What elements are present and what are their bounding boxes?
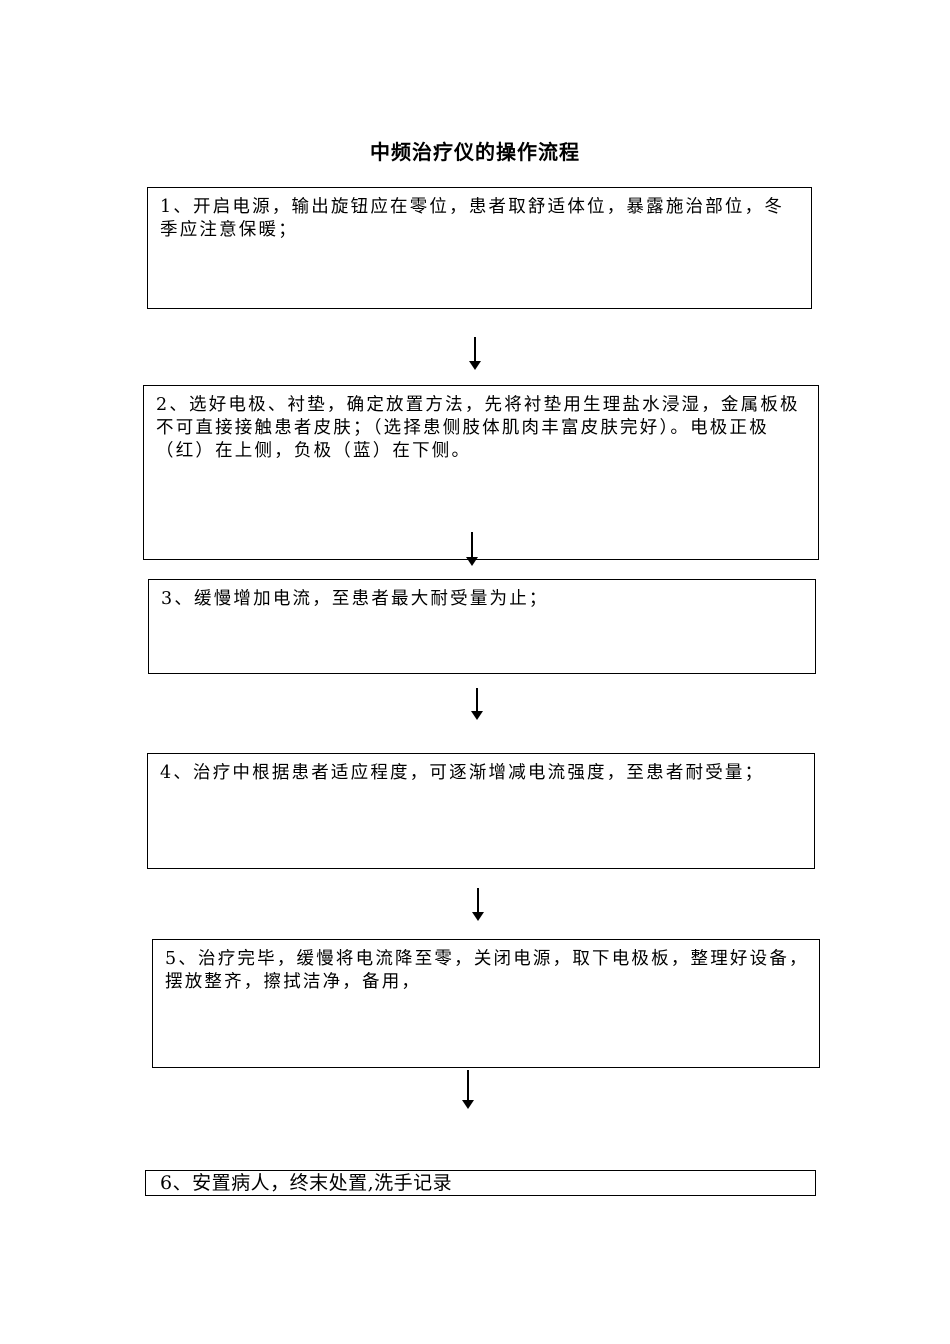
step-3-text: 3、缓慢增加电流，至患者最大耐受量为止； — [161, 589, 549, 609]
arrow-down-icon — [471, 688, 483, 720]
step-5-box: 5、治疗完毕，缓慢将电流降至零，关闭电源，取下电极板，整理好设备，摆放整齐，擦拭… — [152, 939, 820, 1068]
step-2-box: 2、选好电极、衬垫，确定放置方法，先将衬垫用生理盐水浸湿，金属板极不可直接接触患… — [143, 385, 819, 560]
step-1-text: 1、开启电源，输出旋钮应在零位，患者取舒适体位，暴露施治部位，冬季应注意保暖； — [160, 197, 785, 240]
step-4-box: 4、治疗中根据患者适应程度，可逐渐增减电流强度，至患者耐受量； — [147, 753, 815, 869]
step-3-box: 3、缓慢增加电流，至患者最大耐受量为止； — [148, 579, 816, 674]
arrow-down-icon — [472, 888, 484, 921]
step-6-text: 6、安置病人，终末处置,洗手记录 — [160, 1172, 453, 1194]
arrow-down-icon — [466, 532, 478, 566]
arrow-down-icon — [462, 1070, 474, 1109]
step-1-box: 1、开启电源，输出旋钮应在零位，患者取舒适体位，暴露施治部位，冬季应注意保暖； — [147, 187, 812, 309]
step-4-text: 4、治疗中根据患者适应程度，可逐渐增减电流强度，至患者耐受量； — [160, 763, 765, 783]
arrow-down-icon — [469, 337, 481, 370]
step-2-text: 2、选好电极、衬垫，确定放置方法，先将衬垫用生理盐水浸湿，金属板极不可直接接触患… — [156, 395, 800, 461]
step-6-box: 6、安置病人，终末处置,洗手记录 — [145, 1170, 816, 1196]
step-5-text: 5、治疗完毕，缓慢将电流降至零，关闭电源，取下电极板，整理好设备，摆放整齐，擦拭… — [165, 949, 809, 992]
page-title: 中频治疗仪的操作流程 — [370, 140, 580, 164]
